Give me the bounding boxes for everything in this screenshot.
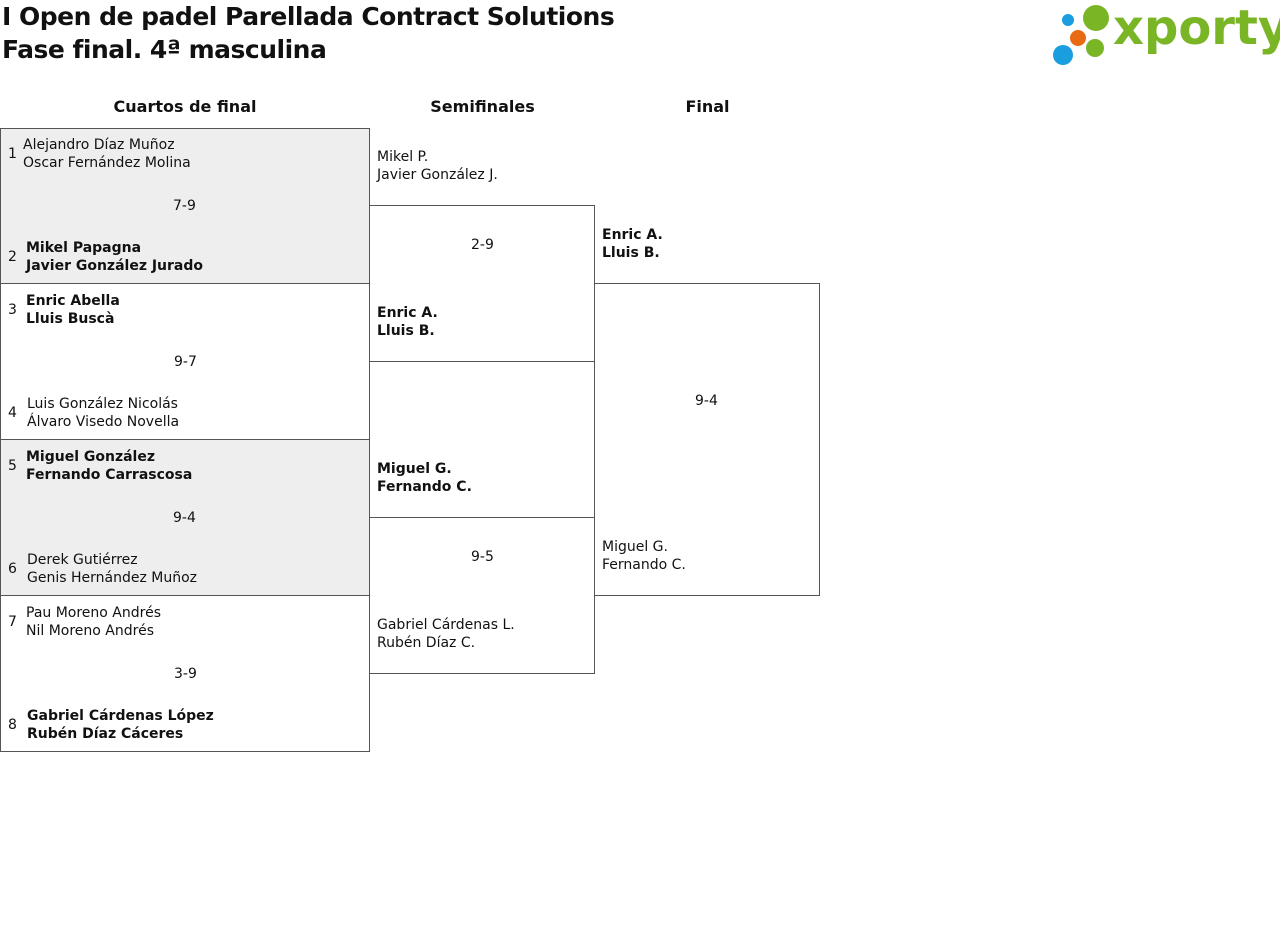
sf1-score: 2-9 (471, 237, 494, 253)
seed-number: 8 (8, 717, 17, 733)
seed-number: 4 (8, 405, 17, 421)
round-header-final: Final (685, 97, 730, 116)
sf2-team2-player2: Rubén Díaz C. (377, 635, 476, 651)
xporty-logo[interactable]: xporty (1050, 0, 1280, 68)
qf1-team1-player2: Oscar Fernández Molina (23, 155, 191, 171)
final-match[interactable] (594, 283, 820, 596)
qf2-team2-player2: Álvaro Visedo Novella (27, 414, 180, 430)
qf4-team1-player1: Pau Moreno Andrés (26, 605, 162, 621)
sf2-team1-player1: Miguel G. (377, 461, 452, 477)
qf2-team1-player1: Enric Abella (26, 293, 120, 309)
tournament-title: I Open de padel Parellada Contract Solut… (2, 2, 615, 31)
final-team2-player1: Miguel G. (602, 539, 668, 555)
qf1-team1-player1: Alejandro Díaz Muñoz (23, 137, 175, 153)
qf4-team1-player2: Nil Moreno Andrés (26, 623, 154, 639)
sf2-score: 9-5 (471, 549, 494, 565)
xporty-dots-icon (1053, 5, 1109, 65)
round-header-semifinals: Semifinales (430, 97, 535, 116)
final-team1-player1: Enric A. (602, 227, 663, 243)
sf2-team1-player2: Fernando C. (377, 479, 472, 495)
final-team1-player2: Lluis B. (602, 245, 660, 261)
qf4-score: 3-9 (174, 666, 197, 682)
qf3-team2-player2: Genis Hernández Muñoz (27, 570, 197, 586)
qf-match-1[interactable] (0, 128, 370, 284)
seed-number: 7 (8, 614, 17, 630)
seed-number: 2 (8, 249, 17, 265)
qf3-team1-player1: Miguel González (26, 449, 156, 465)
seed-number: 1 (8, 146, 17, 162)
tournament-subtitle: Fase final. 4ª masculina (2, 35, 327, 64)
qf-match-3[interactable] (0, 439, 370, 596)
qf4-team2-player1: Gabriel Cárdenas López (27, 708, 214, 724)
sf1-team1-player1: Mikel P. (377, 149, 429, 165)
xporty-wordmark: xporty (1113, 0, 1280, 56)
round-header-quarterfinals: Cuartos de final (113, 97, 257, 116)
qf1-team2-player1: Mikel Papagna (26, 240, 142, 256)
qf3-team1-player2: Fernando Carrascosa (26, 467, 193, 483)
seed-number: 5 (8, 458, 17, 474)
sf1-team2-player2: Lluis B. (377, 323, 435, 339)
qf3-score: 9-4 (173, 510, 196, 526)
seed-number: 3 (8, 302, 17, 318)
sf1-team2-player1: Enric A. (377, 305, 438, 321)
sf2-team2-player1: Gabriel Cárdenas L. (377, 617, 515, 633)
qf1-score: 7-9 (173, 198, 196, 214)
seed-number: 6 (8, 561, 17, 577)
qf4-team2-player2: Rubén Díaz Cáceres (27, 726, 184, 742)
qf2-team1-player2: Lluis Buscà (26, 311, 115, 327)
sf1-team1-player2: Javier González J. (377, 167, 498, 183)
final-team2-player2: Fernando C. (602, 557, 686, 573)
qf2-score: 9-7 (174, 354, 197, 370)
qf2-team2-player1: Luis González Nicolás (27, 396, 178, 412)
qf1-team2-player2: Javier González Jurado (26, 258, 204, 274)
qf3-team2-player1: Derek Gutiérrez (27, 552, 138, 568)
final-score: 9-4 (695, 393, 718, 409)
